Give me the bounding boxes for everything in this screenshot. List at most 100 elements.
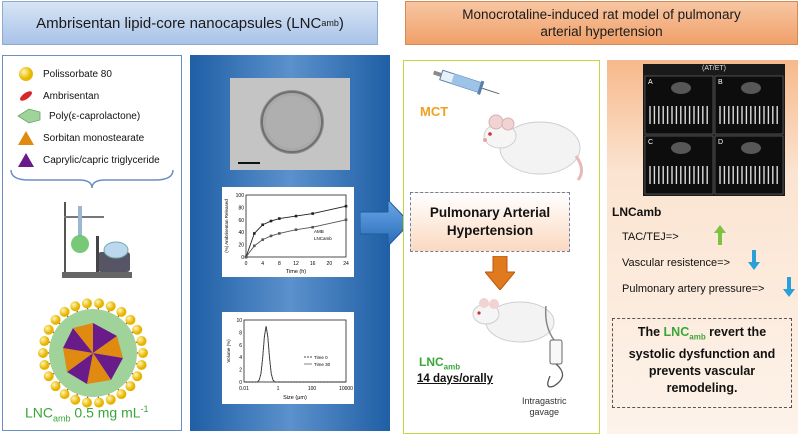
polysorbate-bead (136, 336, 147, 347)
polysorbate-bead (94, 298, 105, 309)
size-xtick: 100 (308, 386, 317, 392)
size-ytick: 8 (239, 330, 242, 336)
polysorbate-bead (43, 324, 54, 335)
size-ytick: 2 (239, 368, 242, 374)
release-point (344, 204, 348, 208)
release-point (261, 223, 264, 227)
size-series-time0 (244, 326, 346, 383)
echo-image (671, 142, 691, 154)
legend-item-ambrisentan: Ambrisentan (17, 88, 99, 104)
conclusion-box: The LNCamb revert the systolic dysfuncti… (612, 318, 792, 408)
release-legend-lnc: LNCamb (314, 236, 332, 241)
legend-item-triglyceride: Caprylic/capric triglyceride (17, 152, 160, 168)
polysorbate-bead (39, 336, 50, 347)
concentration-label: LNCamb 0.5 mg mL-1 (25, 404, 149, 423)
treatment-duration: 14 days/orally (417, 373, 494, 385)
echo-title: (AT/ET) (702, 65, 726, 72)
yellow-sphere-icon (19, 67, 33, 81)
size-xtick: 10000 (339, 386, 353, 392)
release-ytick: 60 (238, 218, 244, 224)
release-point (278, 232, 281, 235)
release-ytick: 0 (241, 255, 244, 261)
tem-micrograph (230, 78, 350, 170)
treatment-prefix: LNC (419, 355, 444, 369)
release-point (253, 232, 256, 235)
left-header-sub: amb (321, 18, 339, 28)
release-xtick: 24 (343, 261, 349, 267)
conc-exp: -1 (140, 404, 149, 414)
right-header-title: Monocrotaline-induced rat model of pulmo… (462, 7, 741, 39)
release-series-lnc (245, 219, 347, 258)
polysorbate-bead (50, 314, 61, 325)
left-header-title: Ambrisentan lipid-core nanocapsules (LNC (36, 14, 322, 32)
size-xtick: 1 (277, 386, 280, 392)
size-axes (243, 319, 347, 383)
effect-tac: TAC/TEJ=> (622, 231, 679, 243)
echo-panel-letter: A (648, 79, 653, 86)
gavage-label: Intragastric gavage (522, 396, 567, 418)
green-arrow-icon (17, 108, 41, 124)
release-xlabel: Time (h) (286, 269, 306, 275)
size-ytick: 4 (239, 355, 242, 361)
release-point (253, 244, 256, 248)
release-xtick: 16 (310, 261, 316, 267)
polysorbate-bead (81, 298, 92, 309)
effect-label: Pulmonary artery pressure=> (622, 283, 765, 295)
purple-triangle-icon (18, 153, 34, 167)
orange-triangle-icon (18, 131, 34, 145)
tem-image (230, 78, 350, 170)
release-point (311, 212, 314, 215)
release-ytick: 80 (238, 205, 244, 211)
size-legend-time0: Time 0 (314, 355, 328, 360)
pah-box: Pulmonary Arterial Hypertension (410, 192, 570, 252)
size-legend-time30: Time 30 (314, 362, 331, 367)
polysorbate-bead (132, 324, 143, 335)
release-ylabel: (%) Ambrisentan Released (224, 199, 229, 253)
release-point (269, 234, 273, 238)
release-point (344, 218, 348, 222)
lncamb-title: LNCamb (612, 205, 662, 219)
composition-panel: Polissorbate 80 Ambrisentan Poly(ε-capro… (2, 55, 182, 431)
arrow-down-icon (783, 277, 795, 297)
effect-label: TAC/TEJ=> (622, 231, 679, 243)
legend-item-pcl: Poly(ε-caprolactone) (17, 108, 140, 124)
release-legend-amb: AMB (314, 229, 324, 234)
concl-pre: The (637, 325, 664, 339)
arrow-up-icon (714, 225, 726, 245)
release-point (278, 217, 281, 220)
concl-sub: amb (689, 332, 706, 342)
left-header-tail: ) (338, 14, 344, 32)
release-axes (245, 194, 347, 258)
legend-label: Caprylic/capric triglyceride (43, 154, 160, 166)
release-point (294, 214, 298, 218)
polysorbate-bead (39, 359, 50, 370)
conc-sub: amb (53, 413, 71, 424)
rat-icon (483, 114, 583, 181)
polysorbate-bead (125, 381, 136, 392)
echo-panel-letter: C (648, 139, 653, 146)
conclusion-line2: systolic dysfunction and (628, 346, 776, 361)
release-ytick: 20 (238, 243, 244, 249)
legend-bracket (10, 169, 174, 189)
concl-post: revert the (705, 325, 767, 339)
polysorbate-bead (70, 301, 81, 312)
mct-label: MCT (420, 104, 449, 119)
release-point (244, 255, 248, 259)
echo-panel (644, 135, 714, 195)
polysorbate-bead (125, 314, 136, 325)
polysorbate-bead (136, 359, 147, 370)
release-ytick: 40 (238, 230, 244, 236)
release-ytick: 100 (236, 193, 245, 199)
release-xtick: 20 (327, 261, 333, 267)
echo-panel-letter: D (718, 139, 723, 146)
effect-label: Vascular resistence=> (622, 257, 731, 269)
legend-label: Ambrisentan (43, 90, 100, 102)
gavage-line2: gavage (529, 407, 560, 417)
release-xtick: 4 (261, 261, 264, 267)
nanocapsule-diagram (38, 298, 148, 408)
pah-line1: Pulmonary Arterial (429, 205, 551, 220)
release-point (261, 238, 264, 241)
conc-value: 0.5 mg mL (70, 404, 141, 421)
